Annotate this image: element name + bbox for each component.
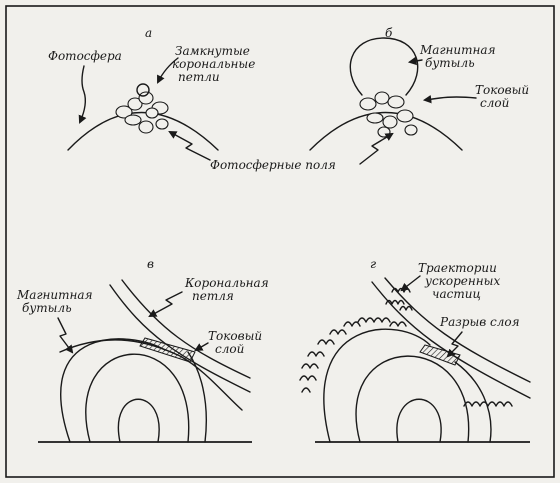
magnetic-bottle-pointer-b [410,60,422,62]
current-sheet-label-c-2: слой [215,342,244,356]
loops-cluster-b [360,92,417,137]
closed-loops-cluster [116,84,168,133]
photosphere-label: Фотосфера [48,49,122,63]
middle-loop-c [86,354,189,442]
closed-loops-label-1: Замкнутые [175,44,250,58]
current-sheet-label-b-2: слой [480,96,509,110]
outer-loop-c [61,339,165,442]
middle-loop-d [356,356,469,442]
photospheric-fields-label: Фотосферные поля [210,158,336,172]
trajectories-label-1: Траектории [418,261,497,275]
photospheric-fields-pointer-a [170,132,210,160]
inner-loop-c [118,399,159,442]
coronal-loop-label-2: петля [192,289,234,303]
panel-d-letter: г [370,257,376,271]
magnetic-bottle-label-b-1: Магнитная [419,43,496,57]
panel-a-letter: а [145,26,152,40]
spiral-trajectory-top [386,289,412,311]
photospheric-fields-pointer-b [360,134,392,164]
magnetic-bottle-pointer-c [58,318,72,352]
photosphere-pointer [80,66,85,122]
magnetic-bottle-label-c-2: бутыль [22,301,72,315]
magnetic-bottle-label-c-1: Магнитная [16,288,93,302]
coronal-loop-label-1: Корональная [184,276,269,290]
panel-c: в Корональная петля Магнитная бутыль Ток… [16,257,269,442]
coronal-loop-pointer [150,292,182,316]
current-sheet-d [420,345,460,365]
closed-loops-label-2: корональные [172,57,255,71]
sheet-rupture-label: Разрыв слоя [439,315,520,329]
inner-loop-d [397,399,441,442]
panel-b: б Магнитная бутыль Токовый слой [310,26,529,150]
current-sheet-pointer-c [196,343,208,350]
spiral-trajectory-right [464,402,512,406]
trajectories-pointer [402,276,420,290]
current-sheet-label-c-1: Токовый [208,329,262,343]
magnetic-bottle-b [350,38,417,95]
trajectories-label-3: частиц [432,287,481,301]
closed-loops-label-3: петли [178,70,220,84]
trajectories-label-2: ускоренных [424,274,500,288]
panel-d: г Траектории ускоренных частиц Разрыв сл… [300,257,530,442]
outer-loop-c-right [188,352,206,442]
current-sheet-c [140,338,195,362]
current-sheet-label-b-1: Токовый [475,83,529,97]
panel-a: а Фотосфера Замкнутые корональные петли [48,26,255,150]
current-sheet-pointer-b [425,97,476,100]
magnetic-bottle-label-b-2: бутыль [425,56,475,70]
panel-c-letter: в [147,257,154,271]
outer-loop-d [324,329,430,442]
